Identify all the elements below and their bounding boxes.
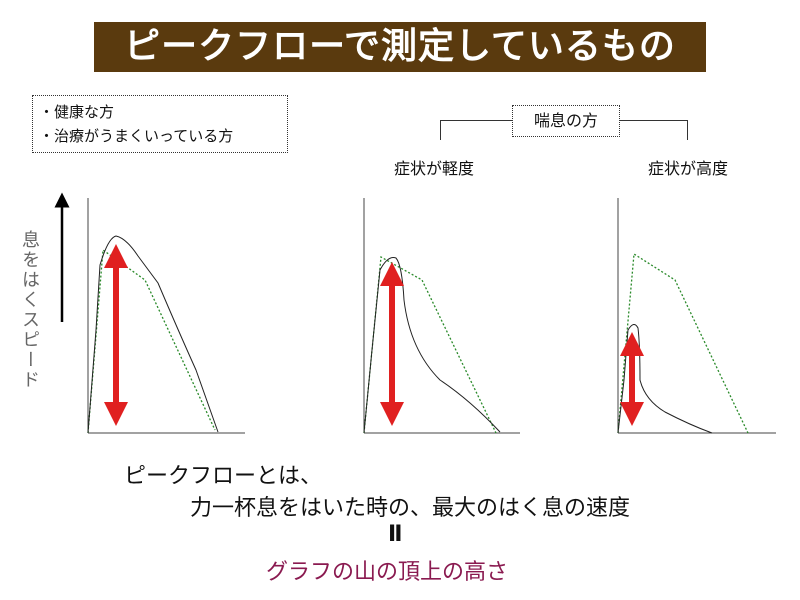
y-axis-label: 息をはくスピード <box>19 230 40 390</box>
bracket-right <box>620 120 688 140</box>
healthy-item: ・健康な方 <box>39 103 115 121</box>
graph-severe <box>617 198 776 434</box>
definition-result: グラフの山の頂上の高さ <box>266 560 509 585</box>
definition-line2: 力一杯息をはいた時の、最大のはく息の速度 <box>190 496 631 521</box>
asthma-label-box: 喘息の方 <box>512 105 620 137</box>
flow-curve <box>363 257 501 434</box>
graph-healthy <box>87 198 245 434</box>
treated-item: ・治療がうまくいっている方 <box>39 127 234 145</box>
graph-mild <box>363 198 520 434</box>
severity-mild-label: 症状が軽度 <box>394 159 475 178</box>
reference-curve <box>617 252 749 434</box>
severity-severe-label: 症状が高度 <box>648 159 729 178</box>
healthy-condition-box: ・健康な方 ・治療がうまくいっている方 <box>32 95 288 153</box>
reference-curve <box>87 248 216 434</box>
equals-sign: Ⅱ <box>388 522 403 547</box>
bracket-left <box>440 120 512 140</box>
reference-curve <box>363 255 497 434</box>
page-title: ピークフローで測定しているもの <box>94 22 706 72</box>
definition-line1: ピークフローとは、 <box>124 464 323 489</box>
flow-curve <box>87 235 219 434</box>
